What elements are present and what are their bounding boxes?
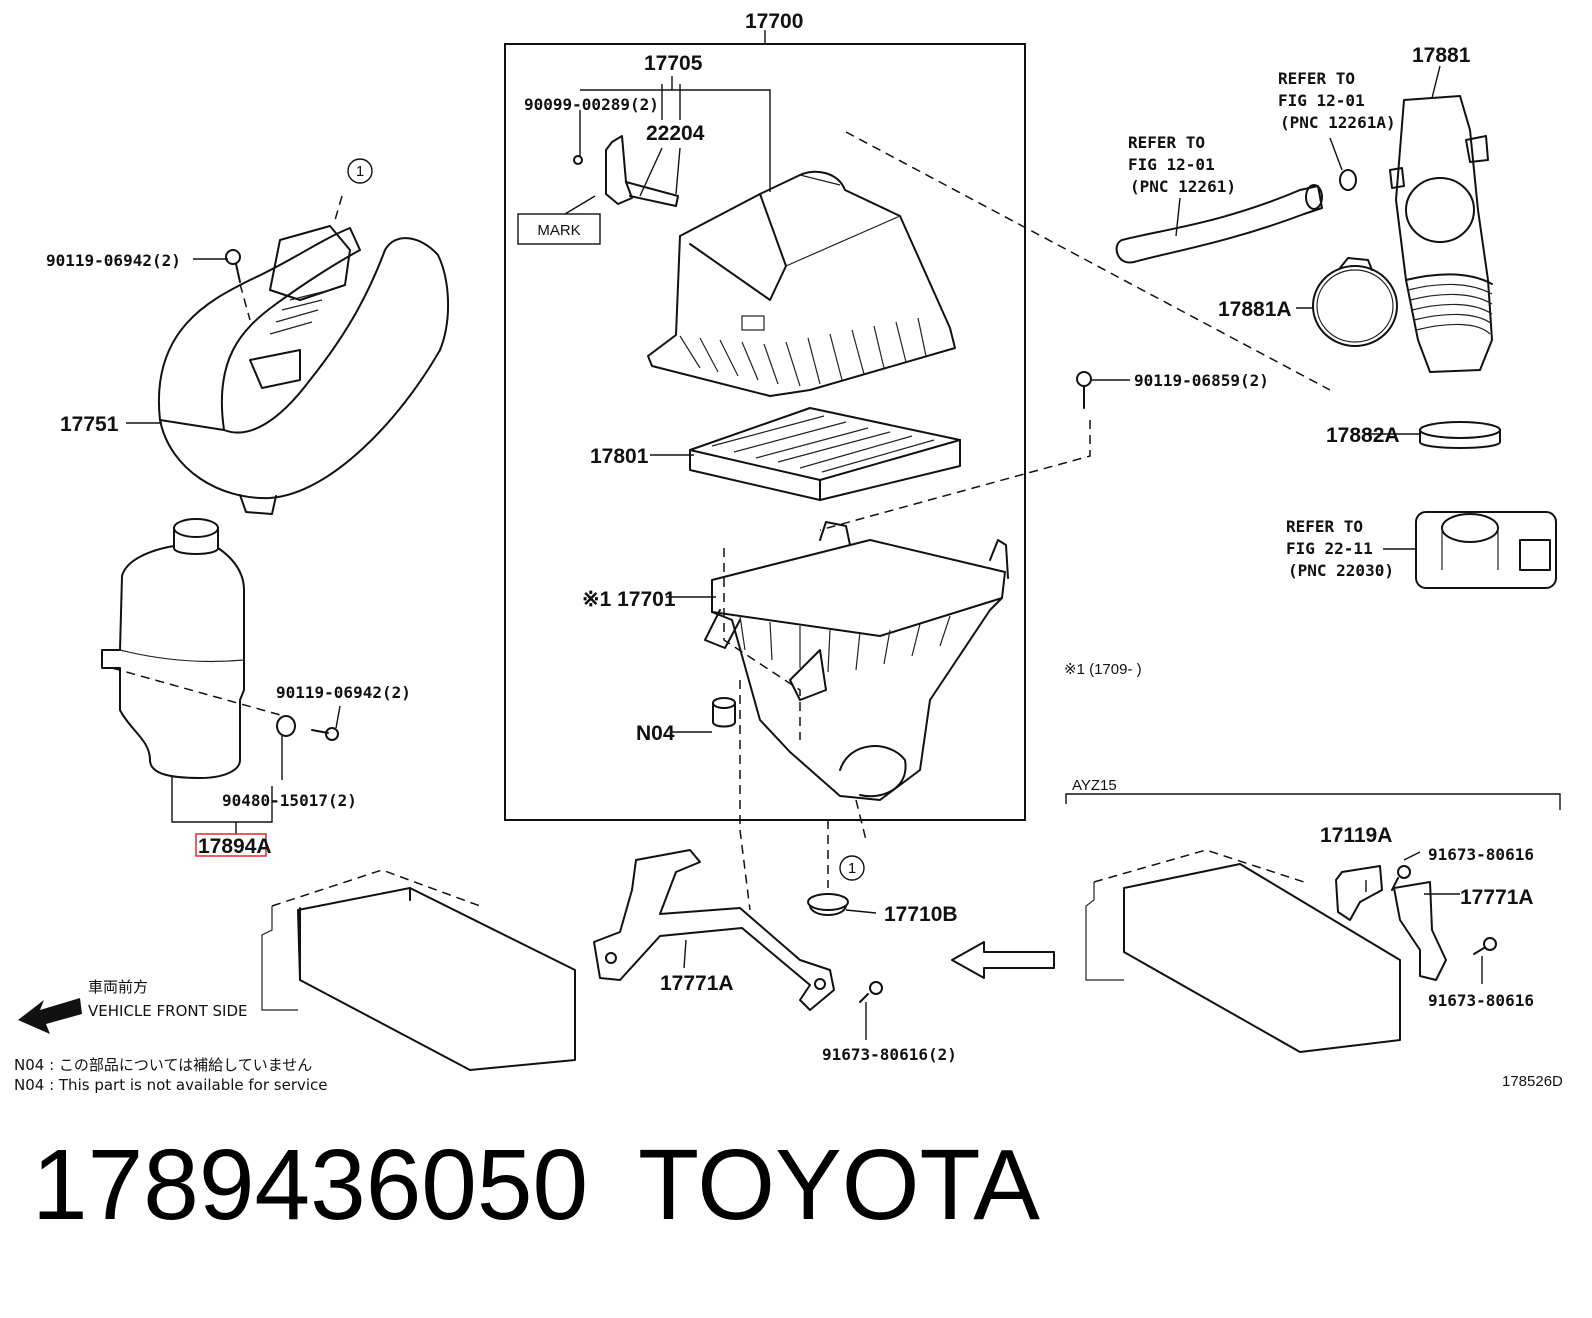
callout-17700[interactable]: 17700 [745, 10, 803, 33]
svg-text:1: 1 [356, 163, 364, 180]
relation-lines [111, 131, 1331, 911]
cushion-90480-15017 [276, 715, 296, 737]
mass-air-flow-sensor-22204[interactable] [573, 135, 679, 207]
air-cleaner-cap[interactable] [647, 170, 956, 397]
callout-17881a[interactable]: 17881A [1218, 298, 1292, 321]
bracket-17771a-right[interactable] [1393, 881, 1447, 981]
refer-a-line-2: FIG 12-01 [1278, 91, 1365, 110]
circle-marker-bottom: 1 [839, 855, 865, 881]
refer-c-line-2: FIG 22-11 [1286, 539, 1373, 558]
grommet-n04 [712, 697, 736, 728]
bottom-caption: 1789436050 TOYOTA [0, 1118, 1592, 1308]
bolt-90119-06859 [1076, 371, 1092, 409]
ayz15-bracket [1065, 793, 1561, 810]
breather-hose-12261 [1115, 184, 1323, 264]
label-ayz15: AYZ15 [1072, 777, 1117, 794]
callout-91673-center[interactable]: 91673-80616(2) [822, 1045, 957, 1064]
callout-91673-r2[interactable]: 91673-80616 [1428, 991, 1534, 1010]
note-1-range: ※1 (1709- ) [1064, 661, 1142, 678]
refer-b-line-1: REFER TO [1128, 133, 1205, 152]
callout-n04[interactable]: N04 [636, 722, 675, 745]
bolt-90119-06942-mid [311, 727, 339, 741]
parts-diagram: 1 1 MARK 17700 17705 90099-00289(2) 2220… [14, 10, 1563, 1094]
bolt-91673-r1 [1391, 865, 1411, 891]
callout-17751[interactable]: 17751 [60, 413, 119, 436]
highlight-box-17894a [195, 833, 267, 857]
callout-90119-06942-mid[interactable]: 90119-06942(2) [276, 683, 411, 702]
callout-17894a[interactable]: 17894A [198, 835, 272, 858]
assembly-frame-17700 [504, 30, 1026, 821]
refer-b-line-2: FIG 12-01 [1128, 155, 1215, 174]
leader-lines [126, 65, 1483, 1040]
callout-17882a[interactable]: 17882A [1326, 424, 1400, 447]
air-filter-element-17801[interactable] [689, 407, 961, 501]
mark-box: MARK [517, 213, 601, 245]
brand-name: TOYOTA [638, 1129, 1040, 1241]
battery-outline-right [1085, 849, 1401, 1053]
refer-a-line-3: (PNC 12261A) [1280, 113, 1396, 132]
battery-outline-left [261, 869, 576, 1071]
hose-clamp-12261a [1339, 169, 1357, 191]
bolt-91673-center [859, 981, 883, 1003]
svg-text:MARK: MARK [537, 222, 580, 239]
callout-17771a-right[interactable]: 17771A [1460, 886, 1534, 909]
grommet-17710b [807, 893, 849, 916]
callout-17881[interactable]: 17881 [1412, 44, 1471, 67]
resonator-tank-17894a[interactable] [101, 518, 245, 779]
direction-label-en: VEHICLE FRONT SIDE [88, 1002, 248, 1020]
air-cleaner-case-17701[interactable] [704, 521, 1009, 801]
direction-label-jp: 車両前方 [88, 978, 148, 996]
diagram-ref-code: 178526D [1502, 1073, 1563, 1090]
bracket-17119a[interactable] [1335, 865, 1383, 921]
circle-marker-top: 1 [347, 158, 373, 184]
callout-90119-06859[interactable]: 90119-06859(2) [1134, 371, 1269, 390]
bolt-90119-06942-top [225, 249, 241, 283]
callout-90480-15017[interactable]: 90480-15017(2) [222, 791, 357, 810]
throttle-body-22030 [1415, 511, 1557, 589]
callout-17119a[interactable]: 17119A [1320, 824, 1392, 847]
callout-90119-06942-top[interactable]: 90119-06942(2) [46, 251, 181, 270]
intake-hose-17751[interactable] [157, 225, 450, 515]
part-number: 1789436050 [32, 1129, 589, 1241]
callout-17710b[interactable]: 17710B [884, 903, 958, 926]
direction-arrow-icon [951, 941, 1055, 979]
bolt-91673-r2 [1473, 937, 1497, 955]
callout-17801[interactable]: 17801 [590, 445, 649, 468]
intake-hose-17881[interactable] [1389, 95, 1493, 373]
hose-clamp-17882a [1419, 421, 1501, 449]
refer-c-line-3: (PNC 22030) [1288, 561, 1394, 580]
svg-text:1: 1 [848, 860, 856, 877]
refer-c-line-1: REFER TO [1286, 517, 1363, 536]
callout-22204[interactable]: 22204 [646, 122, 705, 145]
callout-17705[interactable]: 17705 [644, 52, 703, 75]
bracket-17771a-center[interactable] [593, 849, 835, 1011]
vehicle-front-arrow-icon [18, 998, 82, 1034]
refer-b-line-3: (PNC 12261) [1130, 177, 1236, 196]
callout-17701[interactable]: ※1 17701 [582, 588, 676, 611]
note-n04-en: N04 : This part is not available for ser… [14, 1076, 328, 1094]
note-n04-jp: N04 : この部品については補給していません [14, 1056, 312, 1074]
hose-clamp-17881a [1312, 257, 1398, 347]
callout-91673-r1[interactable]: 91673-80616 [1428, 845, 1534, 864]
callout-90099-00289[interactable]: 90099-00289(2) [524, 95, 659, 114]
refer-a-line-1: REFER TO [1278, 69, 1355, 88]
callout-17771a-center[interactable]: 17771A [660, 972, 734, 995]
